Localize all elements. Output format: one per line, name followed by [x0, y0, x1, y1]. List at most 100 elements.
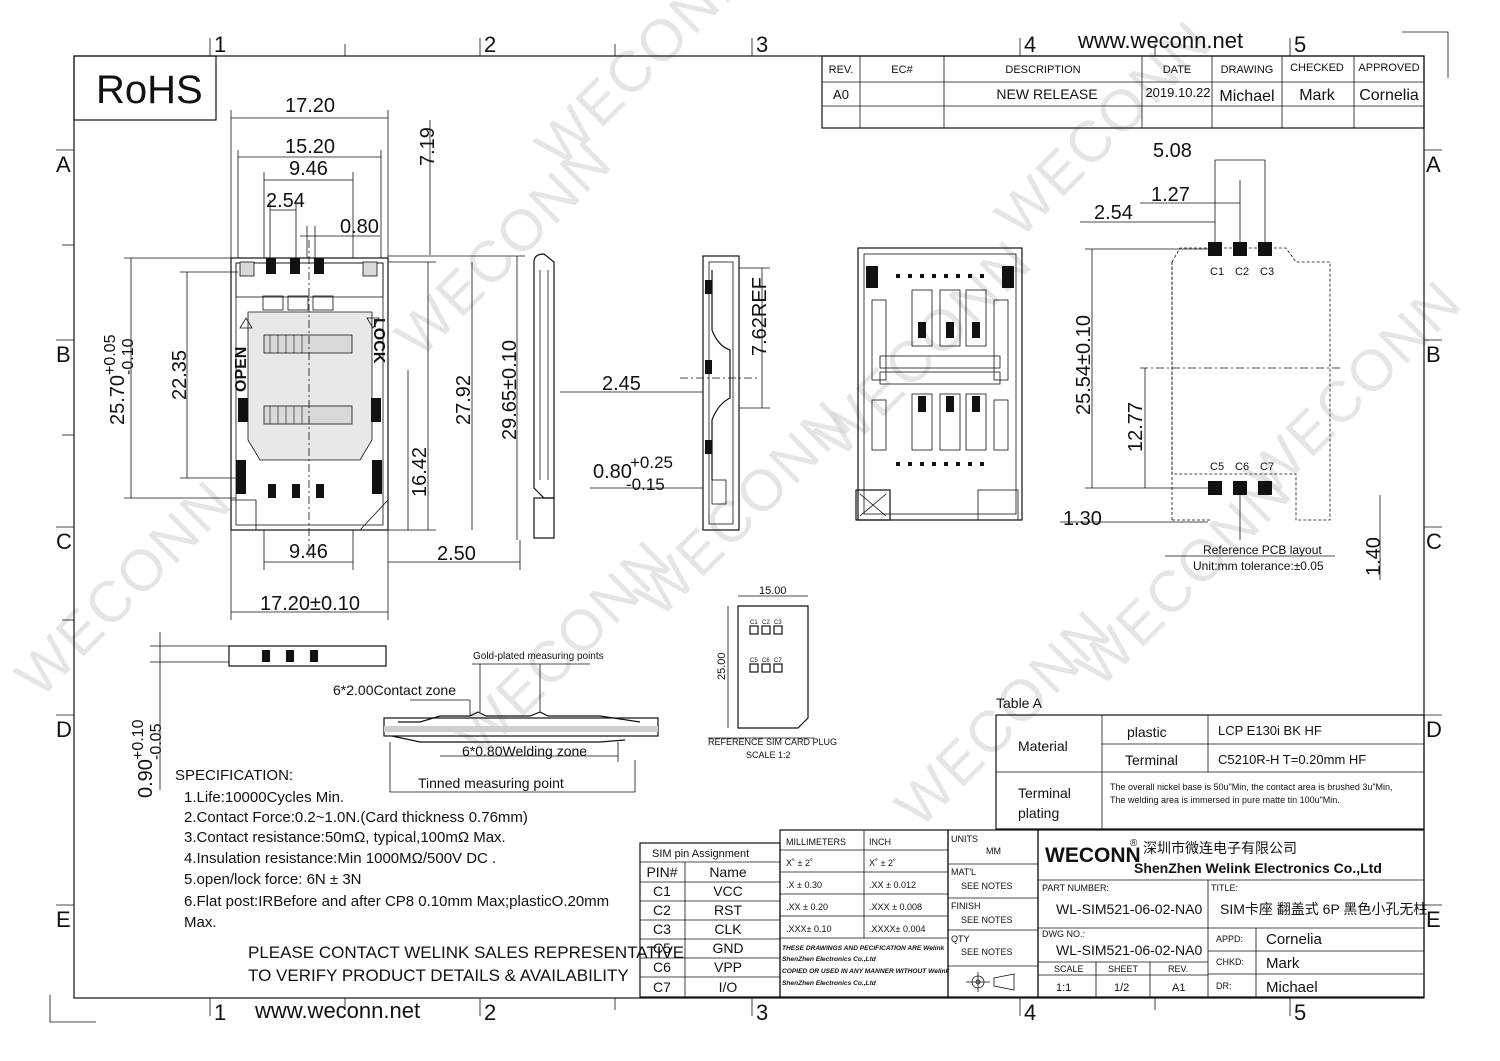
- chkd-label: CHKD:: [1216, 957, 1244, 967]
- rev-label: REV.: [1168, 964, 1188, 974]
- weconn-logo: WECONN: [1045, 844, 1141, 867]
- plating-label: plating: [1018, 805, 1059, 821]
- grid-row-label: D: [1426, 717, 1442, 742]
- grid-row-label: B: [1426, 342, 1441, 367]
- tolerance-block: MILLIMETERS INCH X˚ ± 2˚ .X ± 0.30 .XX ±…: [779, 829, 950, 998]
- rev-header: DRAWING: [1221, 64, 1274, 76]
- pcb-dim-2-54: 2.54: [1094, 202, 1133, 224]
- lock-label: LOCK: [370, 318, 387, 364]
- chkd-value: Mark: [1266, 955, 1300, 972]
- rev-value: A1: [1172, 982, 1185, 994]
- grid-row-labels: A B C D E A B C D E: [56, 152, 1442, 932]
- units-value: MM: [986, 846, 1001, 856]
- rev-header: REV.: [829, 64, 854, 76]
- spec-title: SPECIFICATION:: [175, 767, 293, 784]
- sim-pin-label: C2: [762, 620, 770, 626]
- grid-col-label: 1: [214, 1000, 226, 1025]
- mm-tol: X˚ ± 2˚: [786, 858, 813, 868]
- rev-header: EC#: [891, 64, 913, 76]
- dim-27-92: 27.92: [453, 375, 475, 425]
- pcb-dim-25-54: 25.54±0.10: [1073, 315, 1095, 415]
- grid-col-label: 1: [214, 32, 226, 57]
- pin-table-title: SIM pin Assignment: [652, 848, 749, 860]
- dim-17-20: 17.20: [285, 95, 335, 117]
- dim-25-70-base: 25.70: [107, 375, 129, 425]
- pcb-dim-5-08: 5.08: [1153, 140, 1192, 162]
- mm-tol: .XXX± 0.10: [786, 924, 831, 934]
- pin-cell: I/O: [719, 979, 738, 995]
- dim-9-46-bottom: 9.46: [289, 541, 328, 563]
- grid-col-label: 2: [484, 32, 496, 57]
- rohs-box: RoHS: [73, 55, 217, 121]
- grid-row-label: E: [1426, 907, 1441, 932]
- website-bottom: www.weconn.net: [254, 998, 420, 1023]
- sheet-label: SHEET: [1108, 964, 1139, 974]
- pin-cell: C1: [653, 883, 671, 899]
- notice-line: PLEASE CONTACT WELINK SALES REPRESENTATI…: [248, 943, 684, 962]
- rev-cell: Cornelia: [1359, 87, 1419, 104]
- rev-cell: Michael: [1219, 88, 1274, 105]
- rev-cell: NEW RELEASE: [996, 86, 1097, 102]
- grid-col-label: 2: [484, 1000, 496, 1025]
- pin-cell: C3: [653, 921, 671, 937]
- copyright-notice: COPIED OR USED IN ANY MANNER WITHOUT Wel…: [782, 968, 950, 975]
- copyright-notice: ShenZhen Electronics Co.,Ltd: [782, 980, 877, 987]
- grid-col-label: 3: [756, 32, 768, 57]
- dim-7-19: 7.19: [417, 127, 439, 166]
- pcb-caption: Reference PCB layout: [1203, 543, 1322, 557]
- dim-29-65: 29.65±0.10: [499, 340, 521, 440]
- registered-icon: ®: [1130, 838, 1138, 849]
- matl-label: MAT'L: [951, 867, 976, 877]
- scale-label: SCALE: [1054, 964, 1084, 974]
- pin-header: PIN#: [646, 864, 677, 880]
- sim-height: 25.00: [716, 652, 728, 680]
- pcb-dim-1-27: 1.27: [1151, 184, 1190, 206]
- specification: SPECIFICATION: 1.Life:10000Cycles Min. 2…: [175, 767, 609, 931]
- appd-label: APPD:: [1216, 934, 1243, 944]
- spec-line: 5.open/lock force: 6N ± 3N: [184, 871, 362, 888]
- dim-22-35: 22.35: [169, 350, 191, 400]
- rev-header: APPROVED: [1358, 62, 1419, 74]
- spec-line: Max.: [184, 914, 217, 931]
- dim-7-62-ref: 7.62REF: [749, 277, 771, 356]
- qty-value: SEE NOTES: [961, 947, 1013, 957]
- pin-cell: CLK: [714, 921, 742, 937]
- tin-point-label: Tinned measuring point: [418, 775, 564, 791]
- website-top: www.weconn.net: [1077, 28, 1243, 53]
- dr-value: Michael: [1266, 979, 1318, 996]
- dim-0-90-base: 0.90: [135, 759, 157, 798]
- pcb-tolerance: Unit:mm tolerance:±0.05: [1193, 559, 1324, 573]
- part-number: WL-SIM521-06-02-NA0: [1056, 901, 1202, 917]
- sim-pin-label: C5: [750, 658, 758, 664]
- spec-line: 2.Contact Force:0.2~1.0N.(Card thickness…: [184, 809, 528, 826]
- grid-col-label: 5: [1294, 1000, 1306, 1025]
- dim-0-80-plus: +0.25: [630, 453, 673, 472]
- copyright-notice: ShenZhen Electronics Co.,Ltd: [782, 956, 877, 963]
- pcb-pin-label: C7: [1260, 461, 1274, 473]
- plastic-value: LCP E130i BK HF: [1218, 723, 1322, 738]
- sim-caption: REFERENCE SIM CARD PLUG: [708, 737, 837, 747]
- dwg-number: WL-SIM521-06-02-NA0: [1056, 942, 1202, 958]
- sim-pin-label: C6: [762, 658, 770, 664]
- dim-15-20: 15.20: [285, 136, 335, 158]
- pin-cell: VCC: [713, 883, 743, 899]
- inch-tol: X˚ ± 2˚: [869, 858, 896, 868]
- pcb-pin-label: C3: [1260, 266, 1274, 278]
- pin-assignment-table: SIM pin Assignment PIN# Name C1 VCC C2 R…: [639, 842, 781, 998]
- dim-16-42: 16.42: [409, 447, 431, 497]
- dim-25-70-plus: +0.05: [102, 334, 119, 375]
- inch-header: INCH: [869, 837, 891, 847]
- front-view: 0.90 +0.10 -0.05: [130, 632, 387, 798]
- scale-value: 1:1: [1056, 982, 1071, 994]
- sheet-value: 1/2: [1114, 982, 1129, 994]
- dwg-label: DWG NO.:: [1042, 929, 1085, 939]
- rev-header: CHECKED: [1290, 62, 1344, 74]
- pin-cell: VPP: [714, 959, 742, 975]
- side-view: 7.62REF 2.45 0.80 +0.25 -0.15: [560, 255, 771, 531]
- notice-line: TO VERIFY PRODUCT DETAILS & AVAILABILITY: [248, 966, 629, 985]
- section-view: 6*2.00Contact zone Gold-plated measuring…: [333, 651, 659, 793]
- gold-points-label: Gold-plated measuring points: [473, 651, 604, 662]
- spec-line: 3.Contact resistance:50mΩ, typical,100mΩ…: [184, 829, 506, 846]
- grid-col-label: 4: [1024, 32, 1036, 57]
